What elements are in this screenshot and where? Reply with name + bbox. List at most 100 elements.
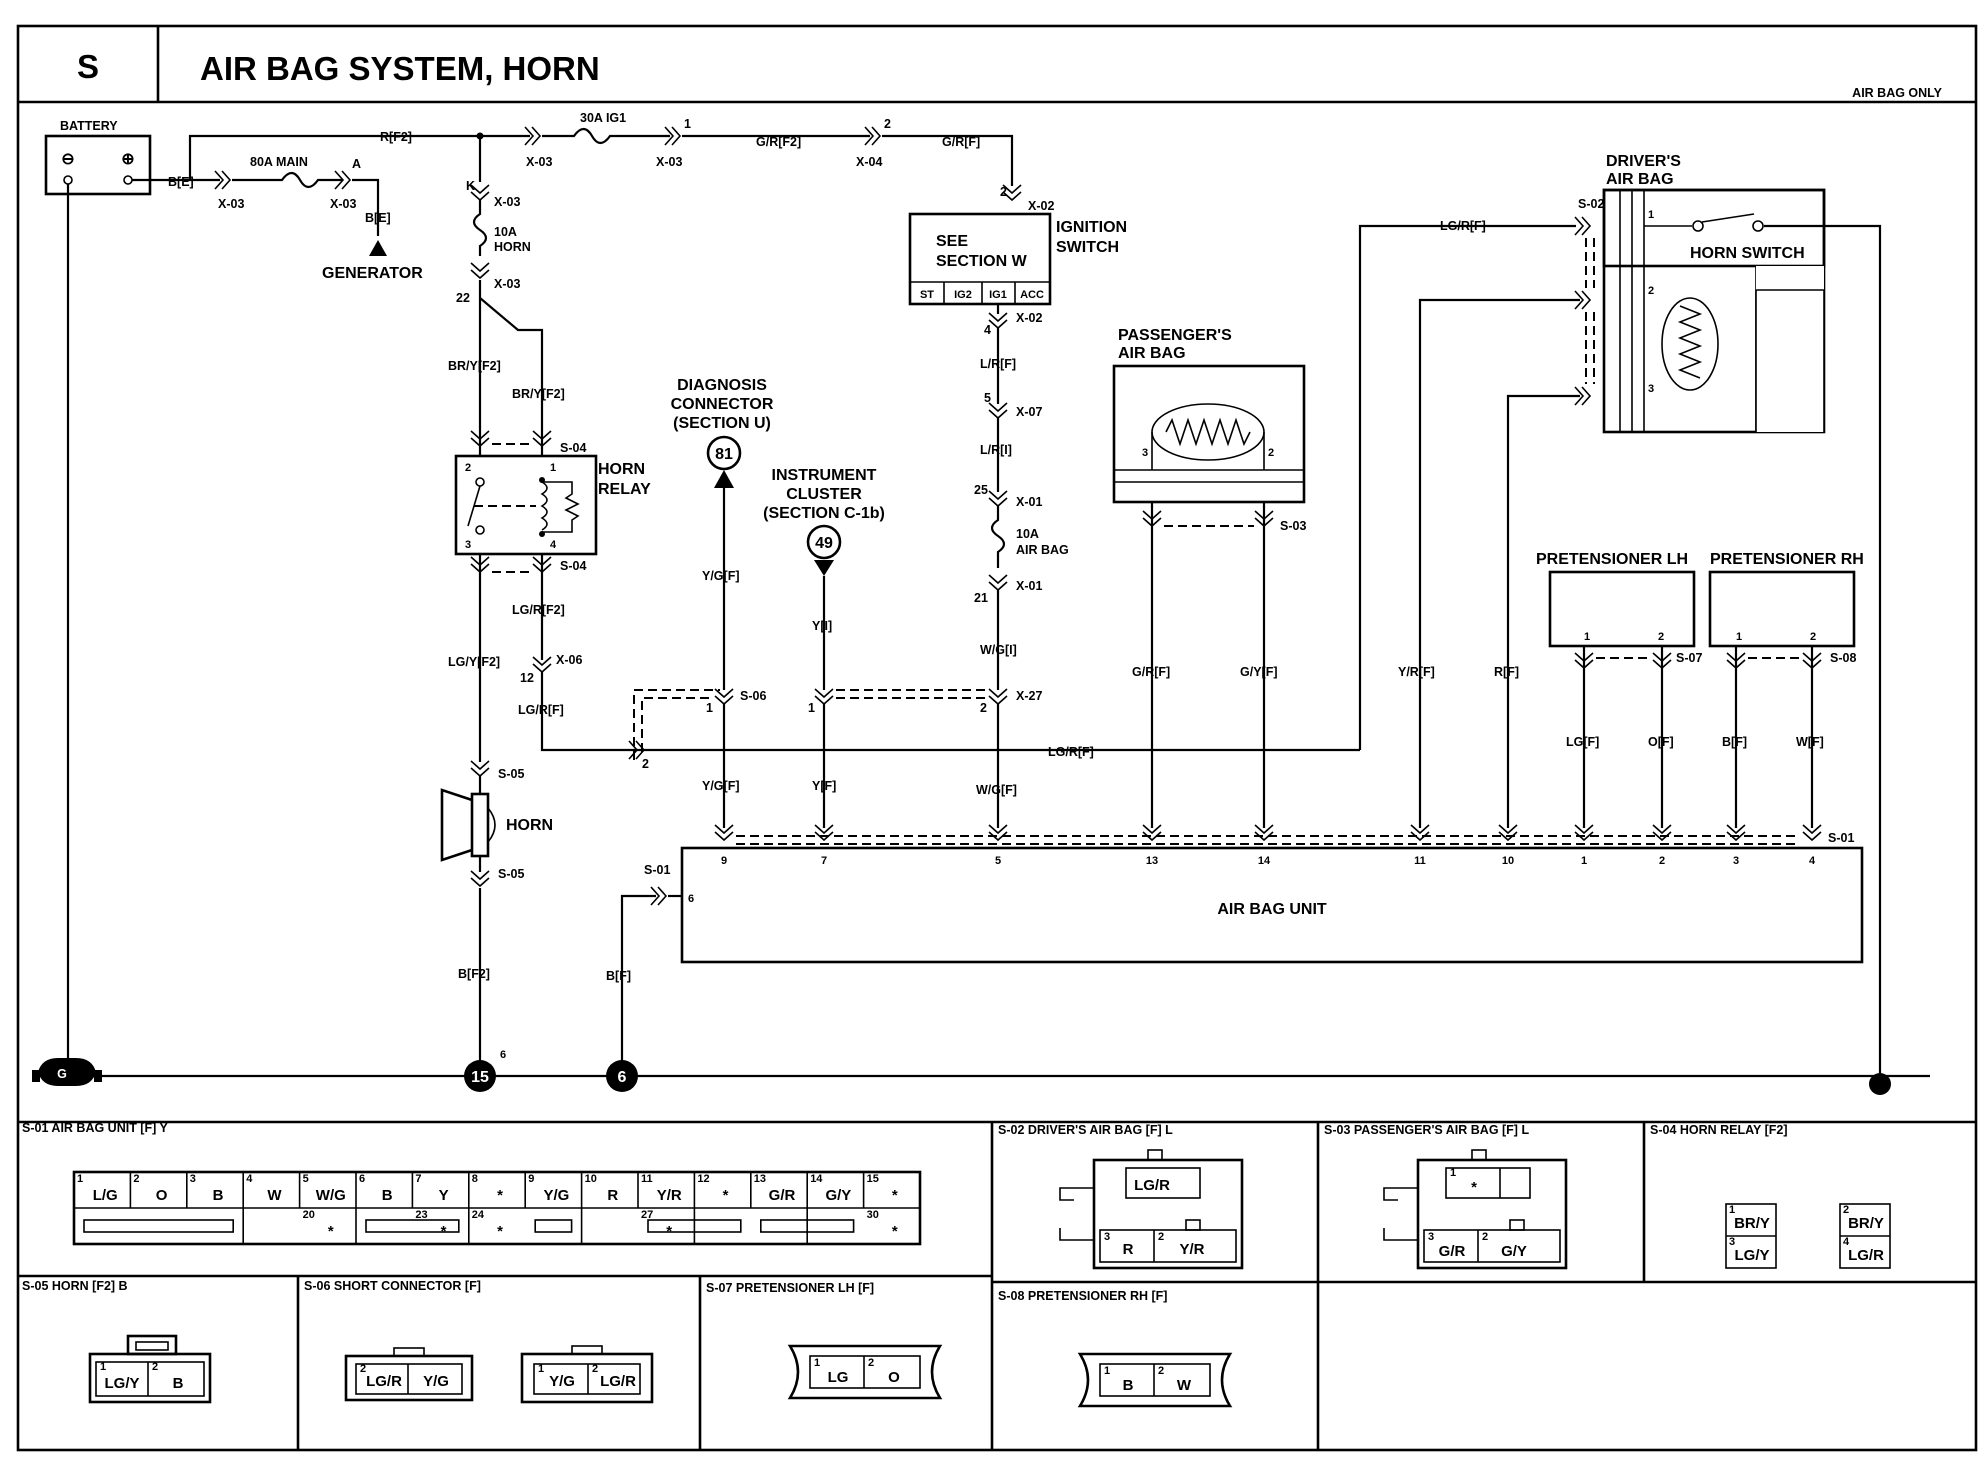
s01-pin-name: * bbox=[497, 1187, 503, 1204]
s01-pin-number: 8 bbox=[472, 1173, 478, 1185]
page-title: AIR BAG SYSTEM, HORN bbox=[200, 50, 600, 87]
conn-x03-e: X-03 bbox=[494, 195, 520, 209]
wire-yg-f-label: Y/G[F] bbox=[702, 569, 740, 583]
conn-x02-b: X-02 bbox=[1016, 311, 1042, 325]
x27-pin-2: 2 bbox=[980, 701, 987, 715]
ign-pin-2: 2 bbox=[1000, 185, 1007, 199]
s01-pin-name: B bbox=[213, 1187, 224, 1204]
ground-g-label: G bbox=[57, 1067, 67, 1081]
ground-6-label: 6 bbox=[618, 1069, 627, 1086]
s03-pin-gr: G/R bbox=[1439, 1243, 1466, 1260]
conn-x27: X-27 bbox=[1016, 689, 1042, 703]
s05-pin-2-num: 2 bbox=[152, 1361, 158, 1373]
wire-r-f2 bbox=[188, 134, 480, 180]
pin-12-label: 12 bbox=[520, 671, 534, 685]
diag-label-c: (SECTION U) bbox=[673, 415, 771, 432]
wire-b-f-label: B[F] bbox=[1722, 735, 1747, 749]
conn-s04-b: S-04 bbox=[560, 559, 586, 573]
diag-number: 81 bbox=[715, 446, 733, 463]
conn-x04: X-04 bbox=[856, 155, 882, 169]
air-bag-unit-label: AIR BAG UNIT bbox=[1217, 901, 1327, 918]
unit-pin-label: 4 bbox=[1809, 855, 1816, 867]
s05-pin-b: B bbox=[173, 1375, 184, 1392]
battery-negative-icon: ⊖ bbox=[61, 151, 74, 168]
conn-s05-b: S-05 bbox=[498, 867, 524, 881]
fuse-ab-label-b: AIR BAG bbox=[1016, 543, 1069, 557]
wire-w-f-label: W[F] bbox=[1796, 735, 1824, 749]
ign-pin-4: 4 bbox=[984, 323, 991, 337]
s06-pin-1b: 1 bbox=[808, 701, 815, 715]
wire-lr-i-label: L/R[I] bbox=[980, 443, 1012, 457]
wire-r-f-label: R[F] bbox=[1494, 665, 1519, 679]
fuse-30a-ig1 bbox=[542, 127, 670, 145]
s08-pin-2-num: 2 bbox=[1158, 1365, 1164, 1377]
s05-pin-1-num: 1 bbox=[100, 1361, 106, 1373]
s03-pin-1-num: 1 bbox=[1450, 1167, 1456, 1179]
relay-pin-4: 4 bbox=[550, 539, 557, 551]
conn-s01-b: S-01 bbox=[644, 863, 670, 877]
ignition-switch bbox=[908, 212, 1052, 306]
wire-o-f-label: O[F] bbox=[1648, 735, 1674, 749]
s04-title: S-04 HORN RELAY [F2] bbox=[1650, 1123, 1788, 1137]
s02-pin-2-num: 2 bbox=[1158, 1231, 1164, 1243]
conn-s05-a: S-05 bbox=[498, 767, 524, 781]
ign-pin-5: 5 bbox=[984, 391, 991, 405]
ground-15-sup: 6 bbox=[500, 1049, 506, 1061]
ign-st: ST bbox=[920, 289, 934, 301]
section-letter: S bbox=[77, 48, 99, 85]
conn-x03-a: X-03 bbox=[218, 197, 244, 211]
driver-airbag bbox=[1602, 188, 1826, 434]
wire-b-e2-label: B[E] bbox=[365, 211, 391, 225]
wire-lgr-f2-label: LG/R[F2] bbox=[512, 603, 565, 617]
pass-label-a: PASSENGER'S bbox=[1118, 327, 1232, 344]
fuse-30a-ig1-label: 30A IG1 bbox=[580, 111, 626, 125]
s03-pin-star: * bbox=[1471, 1179, 1477, 1196]
unit-pin-label: 3 bbox=[1733, 855, 1739, 867]
wire-bry-f2-b-label: BR/Y[F2] bbox=[512, 387, 565, 401]
conn-x03-f: X-03 bbox=[494, 277, 520, 291]
diag-label-b: CONNECTOR bbox=[671, 396, 774, 413]
fuse-horn-label-a: 10A bbox=[494, 225, 517, 239]
unit-pin-6: 6 bbox=[688, 893, 694, 905]
ground-g-icon bbox=[32, 1058, 102, 1086]
wire-y-i-label: Y[I] bbox=[812, 619, 832, 633]
s07-pin-o: O bbox=[888, 1369, 900, 1386]
relay-pin-1: 1 bbox=[550, 462, 556, 474]
horn-switch-label: HORN SWITCH bbox=[1690, 245, 1805, 262]
s01-pin-name: W/G bbox=[316, 1187, 346, 1204]
pret-lh-pin-2: 2 bbox=[1658, 631, 1664, 643]
wire-lr-f-label: L/R[F] bbox=[980, 357, 1016, 371]
unit-pin-label: 11 bbox=[1414, 855, 1426, 867]
inst-number: 49 bbox=[815, 535, 833, 552]
s04-pin-4: LG/R bbox=[1848, 1247, 1884, 1264]
s07-pin-1-num: 1 bbox=[814, 1357, 820, 1369]
diag-label-a: DIAGNOSIS bbox=[677, 377, 767, 394]
conn-s08: S-08 bbox=[1830, 651, 1856, 665]
wire-gr-f2-label: G/R[F2] bbox=[756, 135, 801, 149]
s07-pin-2-num: 2 bbox=[868, 1357, 874, 1369]
s04-pin-4-num: 4 bbox=[1843, 1236, 1850, 1248]
see-section-b: SECTION W bbox=[936, 253, 1028, 270]
battery-positive-icon: ⊕ bbox=[121, 151, 134, 168]
diag-arrow-icon bbox=[714, 470, 734, 488]
s01-pin-number: 4 bbox=[246, 1173, 253, 1185]
s07-pin-lg: LG bbox=[828, 1369, 849, 1386]
s06b-pin-yg: Y/G bbox=[549, 1373, 575, 1390]
inst-arrow-icon bbox=[814, 560, 834, 576]
conn-s02: S-02 bbox=[1578, 197, 1604, 211]
pin-1-label: 1 bbox=[684, 117, 691, 131]
s01-pin-number: 11 bbox=[641, 1173, 653, 1185]
drv-label-b: AIR BAG bbox=[1606, 171, 1674, 188]
pretensioner-rh bbox=[1708, 570, 1856, 648]
s01-bottom-pin-name: * bbox=[328, 1223, 334, 1240]
wire-lgr-f-drv-label: LG/R[F] bbox=[1440, 219, 1486, 233]
s08-title: S-08 PRETENSIONER RH [F] bbox=[998, 1289, 1167, 1303]
s06-pin-1a: 1 bbox=[706, 701, 713, 715]
lgr-pin-2: 2 bbox=[642, 757, 649, 771]
s01-pin-name: Y/G bbox=[543, 1187, 569, 1204]
s02-pin-yr: Y/R bbox=[1179, 1241, 1204, 1258]
see-section-a: SEE bbox=[936, 233, 968, 250]
s06b-pin-1-num: 1 bbox=[538, 1363, 544, 1375]
s01-pin-number: 9 bbox=[528, 1173, 534, 1185]
